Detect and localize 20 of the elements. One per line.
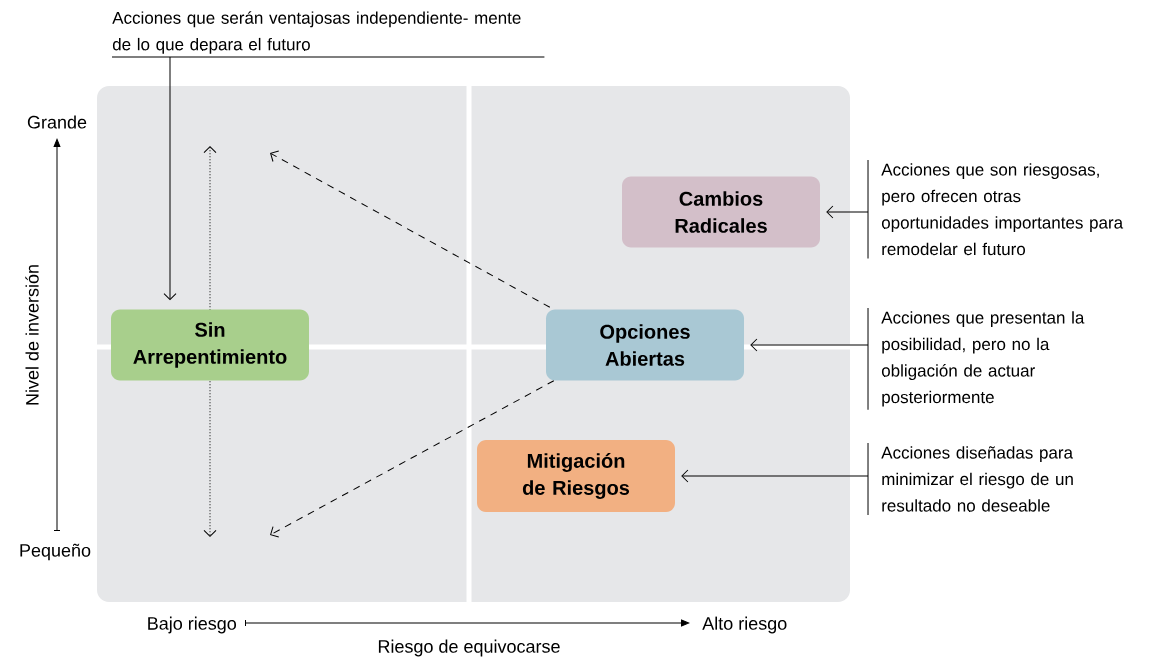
arrow xyxy=(163,56,177,301)
arrow xyxy=(826,205,869,219)
annotation-text: Acciones que serán ventajosas independiente- mente de lo que depara el futuro xyxy=(111,11,545,58)
category-box: Sin Arrepentimiento xyxy=(111,309,309,381)
annotation-text: Acciones diseñadas para minimizar el riesgo de un resultado no deseable xyxy=(867,442,1073,516)
category-box: Mitigación de Riesgos xyxy=(477,440,675,512)
category-box: Cambios Radicales xyxy=(622,176,820,248)
axis-label: Grande xyxy=(27,115,87,129)
annotation-text: Acciones que presentan la posibilidad, pero no la obligación de actuar posteriormente xyxy=(867,307,1085,411)
axis-label: Bajo riesgo xyxy=(148,616,236,634)
annotation-text: Acciones que son riesgosas, pero ofrecen otras oportunidades importantes para remodelar el futuro xyxy=(867,159,1124,259)
axis-label: Alto riesgo xyxy=(702,616,787,634)
arrow xyxy=(270,150,551,308)
arrow xyxy=(750,338,869,352)
axis-label: Nivel de inversión xyxy=(25,265,39,405)
axis-label: Riesgo de equivocarse xyxy=(378,639,560,657)
arrow xyxy=(681,469,869,483)
category-box: Opciones Abiertas xyxy=(546,309,744,381)
arrow xyxy=(270,380,555,538)
axis-label: Pequeño xyxy=(20,543,91,561)
